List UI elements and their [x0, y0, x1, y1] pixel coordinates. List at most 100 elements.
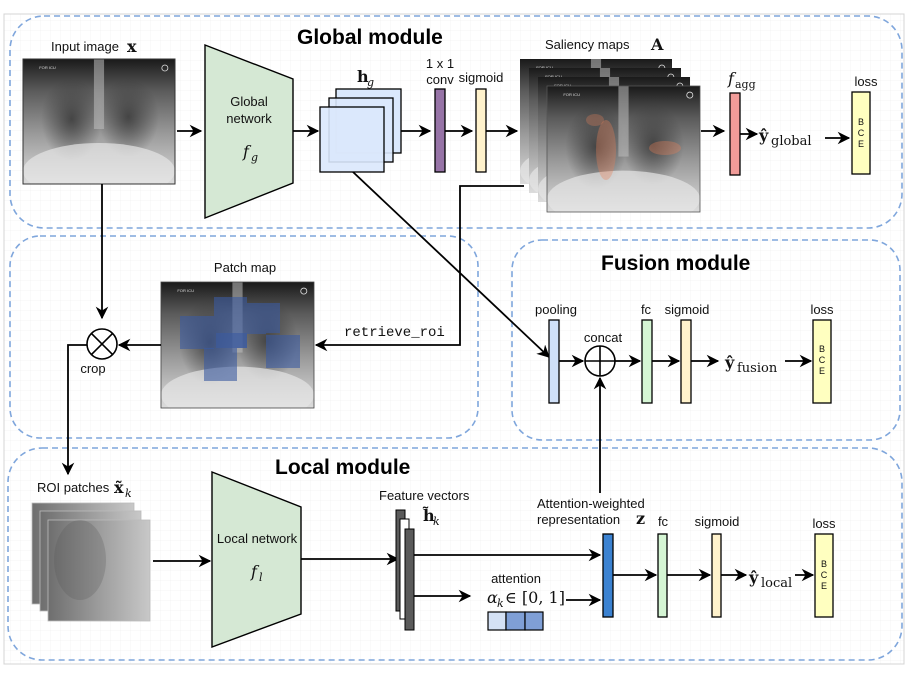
global-module-title: Global module: [297, 26, 443, 49]
global-module-border: [9, 15, 903, 229]
conv-label-2: conv: [426, 72, 454, 87]
crop-label: crop: [80, 361, 105, 376]
local-network-trapezoid: [211, 470, 302, 649]
global-feature-maps: h g: [319, 67, 402, 173]
feature-vectors: Feature vectors h̃ k: [379, 488, 470, 631]
local-fc-label: fc: [658, 514, 669, 529]
conv-label-1: 1 x 1: [426, 56, 454, 71]
fusion-output-sub: fusion: [737, 361, 778, 376]
arrow-crop-to-roi-patches: [61, 344, 87, 476]
global-sigmoid-bar: [475, 88, 487, 173]
roi-symbol: x̃: [114, 478, 124, 497]
saliency-maps: Saliency maps A: [520, 35, 701, 213]
retrieve-roi-label: retrieve_roi: [344, 325, 445, 341]
global-network-symbol: f: [242, 142, 252, 161]
global-network-trapezoid: [204, 43, 294, 220]
concat-operator: concat: [584, 330, 623, 377]
attention-block: attention α k ∈ [0, 1]: [487, 571, 565, 631]
fusion-output: ŷ fusion: [724, 353, 778, 376]
patch-overlay-regions: [180, 297, 300, 381]
representation-symbol: z: [636, 509, 645, 528]
fusion-fc-bar: [641, 319, 653, 404]
arrow-features-to-pooling: [352, 171, 550, 358]
local-loss-box: [814, 533, 834, 618]
local-sigmoid-bar: [711, 533, 722, 618]
saliency-symbol: A: [650, 35, 664, 54]
global-network: Global network f g: [204, 43, 294, 220]
local-network-label: Local network: [217, 531, 298, 546]
fusion-loss-letter-b: B: [819, 344, 825, 354]
attention-weight-cell: [505, 611, 526, 631]
global-loss-letter-e: E: [858, 139, 864, 149]
attention-weight-cell: [524, 611, 544, 631]
fusion-sigmoid-label: sigmoid: [665, 302, 710, 317]
global-network-label-1: Global: [230, 94, 268, 109]
local-loss-letter-e: E: [821, 581, 827, 591]
attention-weight-cell: [487, 611, 507, 631]
agg-symbol: f: [727, 69, 737, 88]
attention-symbol-sub: k: [497, 597, 504, 610]
representation-label-1: Attention-weighted: [537, 496, 645, 511]
input-xray-image: [23, 59, 175, 184]
global-output: ŷ global: [758, 126, 812, 149]
attention-symbol: α: [487, 588, 498, 607]
patch-map: Patch map: [160, 260, 315, 409]
local-output: ŷ local: [748, 568, 792, 591]
roi-patch-image: [47, 519, 151, 622]
feature-vectors-label: Feature vectors: [379, 488, 470, 503]
agg-symbol-sub: agg: [735, 78, 756, 91]
roi-symbol-sub: k: [125, 487, 132, 500]
attention-range: ∈ [0, 1]: [505, 588, 565, 607]
crop-operator: crop: [80, 328, 118, 376]
fusion-output-symbol: ŷ: [724, 353, 735, 372]
fusion-loss: loss B C E: [810, 302, 834, 404]
feature-symbol: h̃: [423, 506, 435, 525]
local-loss-letter-c: C: [821, 570, 828, 580]
global-sigmoid: sigmoid: [459, 70, 504, 173]
attention-weighted-representation: Attention-weighted representation z: [537, 496, 645, 618]
local-network: Local network f l: [211, 470, 302, 649]
pooling-bar: [548, 319, 560, 404]
global-output-sub: global: [771, 134, 812, 149]
global-loss-letter-b: B: [858, 117, 864, 127]
local-output-symbol: ŷ: [748, 568, 759, 587]
global-loss: loss B C E: [851, 74, 878, 175]
saliency-hotspot: [596, 120, 616, 180]
global-network-symbol-sub: g: [251, 151, 258, 164]
fusion-loss-label: loss: [810, 302, 834, 317]
local-loss-letter-b: B: [821, 559, 827, 569]
pooling-layer: pooling: [535, 302, 577, 404]
saliency-label: Saliency maps: [545, 37, 630, 52]
fusion-sigmoid-bar: [680, 319, 692, 404]
input-image-block: Input image x: [22, 37, 176, 185]
global-sigmoid-label: sigmoid: [459, 70, 504, 85]
attention-label: attention: [491, 571, 541, 586]
fusion-fc-label: fc: [641, 302, 652, 317]
input-image-label: Input image: [51, 39, 119, 54]
roi-patches-label: ROI patches: [37, 480, 110, 495]
concat-label: concat: [584, 330, 623, 345]
representation-label-2: representation: [537, 512, 620, 527]
representation-bar: [602, 533, 614, 618]
global-loss-label: loss: [854, 74, 878, 89]
fusion-loss-box: [812, 319, 832, 404]
feature-symbol-sub: k: [433, 515, 440, 528]
input-image-symbol: x: [127, 37, 137, 56]
arrow-saliency-to-patch-map: [314, 185, 524, 352]
fusion-loss-letter-c: C: [819, 355, 826, 365]
local-module-border: [7, 447, 903, 661]
pooling-label: pooling: [535, 302, 577, 317]
fusion-module-border: [511, 239, 901, 441]
features-symbol: h: [357, 67, 369, 86]
local-sigmoid-label: sigmoid: [695, 514, 740, 529]
local-network-symbol: f: [250, 562, 260, 581]
global-loss-letter-c: C: [858, 128, 865, 138]
global-loss-box: [851, 91, 871, 175]
local-module-title: Local module: [275, 456, 410, 479]
patch-map-label: Patch map: [214, 260, 276, 275]
local-loss-label: loss: [812, 516, 836, 531]
local-loss: loss B C E: [812, 516, 836, 618]
global-output-symbol: ŷ: [758, 126, 769, 145]
roi-patches: ROI patches x̃ k: [31, 478, 151, 622]
